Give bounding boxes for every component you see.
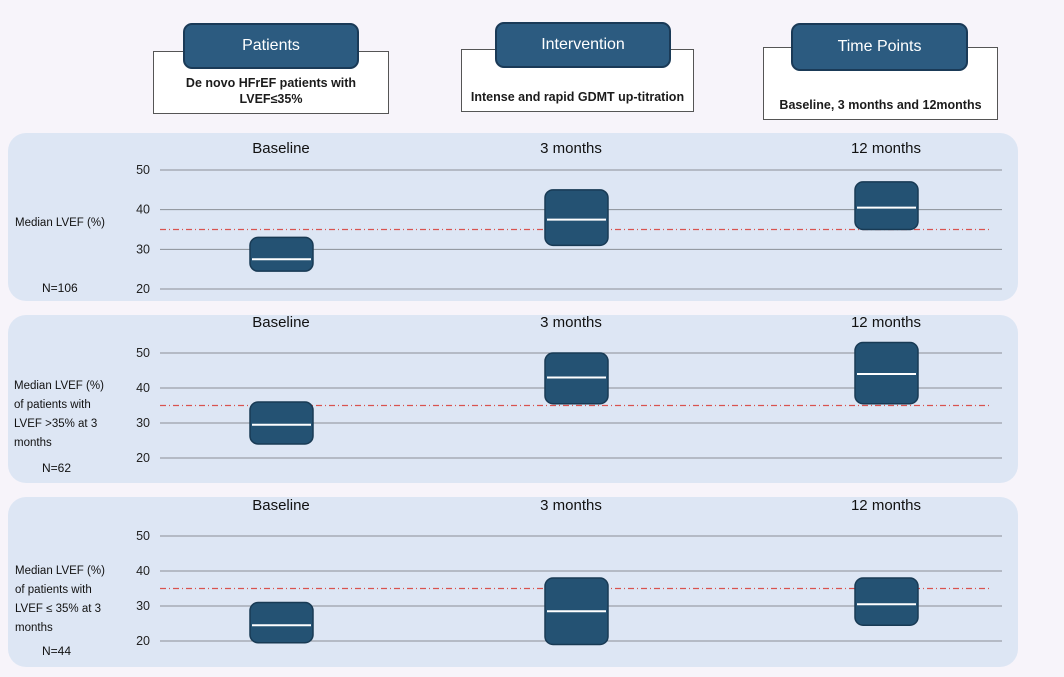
box-baseline (249, 401, 314, 445)
y-tick-label: 50 (136, 163, 150, 177)
y-axis-label: months (14, 437, 52, 449)
header-patients-title: Patients (183, 23, 359, 69)
timepoint-label: 3 months (540, 497, 602, 514)
y-tick-label: 20 (136, 282, 150, 296)
n-count-label: N=106 (42, 281, 78, 295)
timepoint-label: 12 months (851, 314, 921, 331)
y-axis-label: of patients with (14, 399, 91, 411)
header-intervention-title: Intervention (495, 22, 671, 68)
y-tick-label: 20 (136, 451, 150, 465)
header-timepoints-title: Time Points (791, 23, 968, 71)
box-baseline (249, 601, 314, 644)
y-tick-label: 20 (136, 634, 150, 648)
y-tick-label: 40 (136, 203, 150, 217)
y-axis-label: LVEF >35% at 3 (14, 418, 97, 430)
timepoint-label: Baseline (252, 497, 310, 514)
timepoint-label: 3 months (540, 140, 602, 157)
box-12-months (854, 577, 919, 626)
n-count-label: N=62 (42, 461, 71, 475)
timepoint-label: 12 months (851, 140, 921, 157)
y-tick-label: 30 (136, 242, 150, 256)
n-count-label: N=44 (42, 644, 71, 658)
y-tick-label: 50 (136, 346, 150, 360)
y-axis-label: Median LVEF (%) (15, 565, 105, 577)
y-axis-label: Median LVEF (%) (15, 217, 105, 229)
timepoint-label: 12 months (851, 497, 921, 514)
y-tick-label: 30 (136, 416, 150, 430)
box-12-months (854, 181, 919, 231)
y-axis-label: LVEF ≤ 35% at 3 (15, 603, 101, 615)
y-axis-label: months (15, 622, 53, 634)
box-baseline (249, 236, 314, 272)
timepoint-label: Baseline (252, 140, 310, 157)
timepoint-label: 3 months (540, 314, 602, 331)
y-axis-label: Median LVEF (%) (14, 380, 104, 392)
y-tick-label: 50 (136, 529, 150, 543)
y-tick-label: 40 (136, 564, 150, 578)
box-3-months (544, 189, 609, 247)
y-axis-label: of patients with (15, 584, 92, 596)
timepoint-label: Baseline (252, 314, 310, 331)
y-tick-label: 30 (136, 599, 150, 613)
y-tick-label: 40 (136, 381, 150, 395)
